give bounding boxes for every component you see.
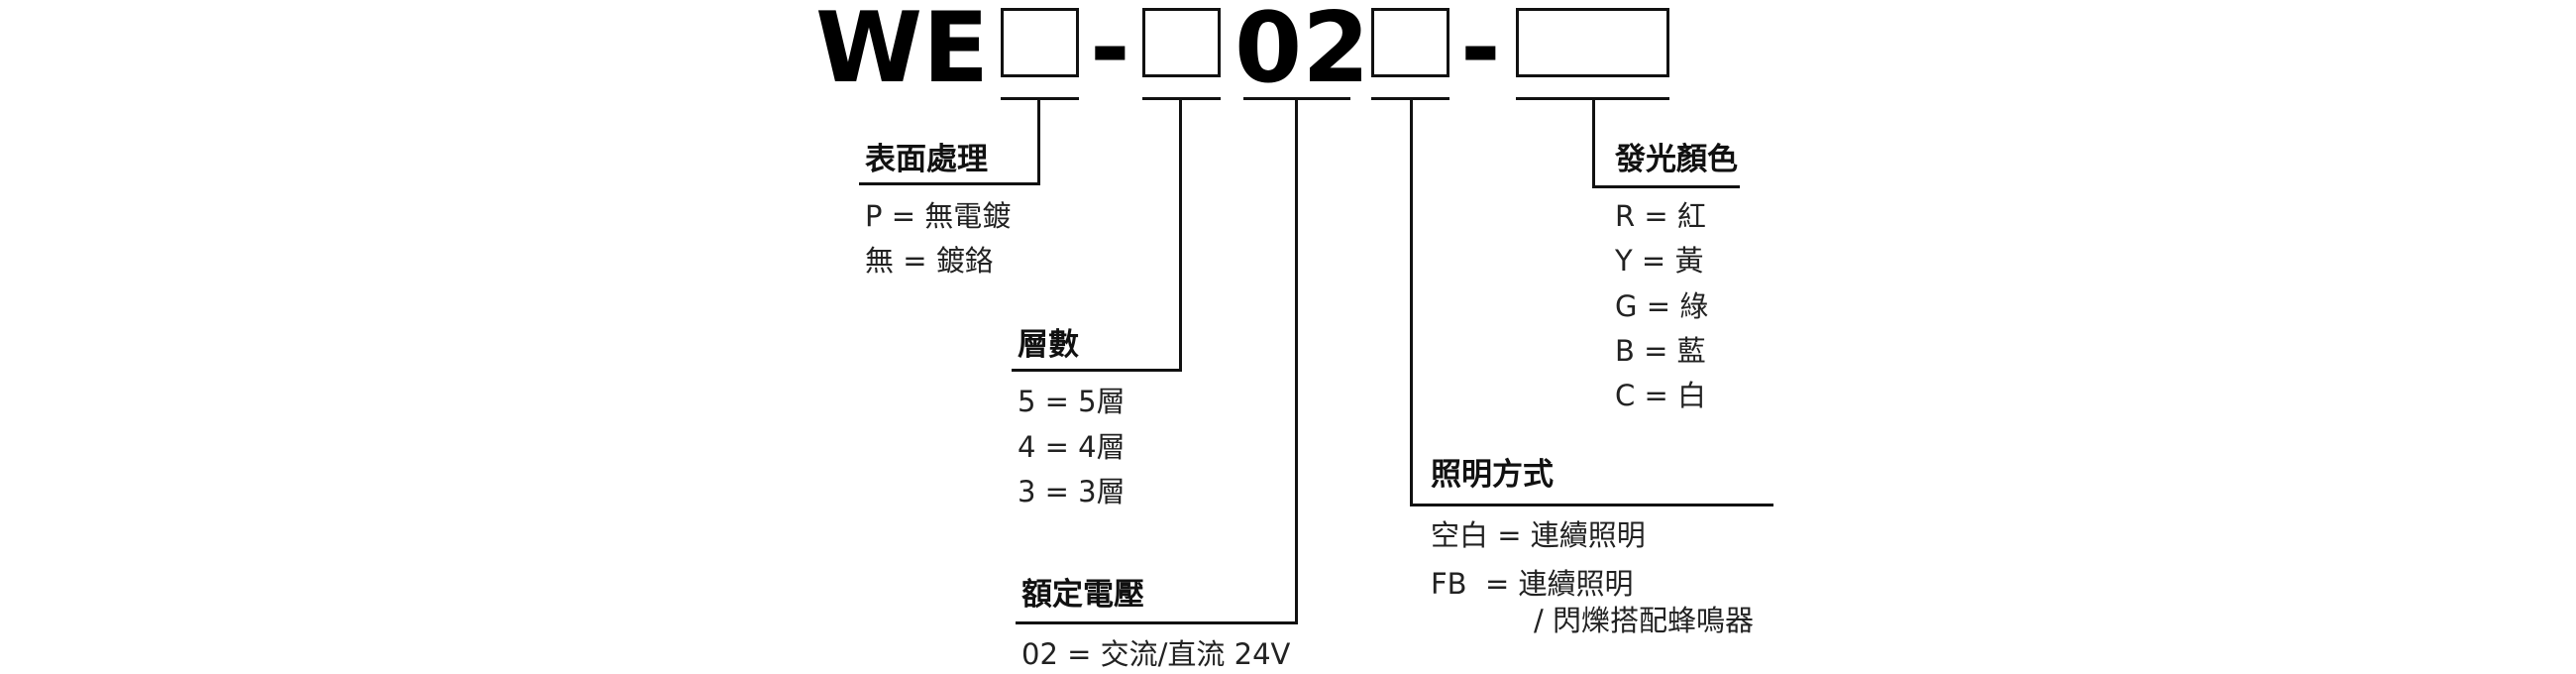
color-heading: 發光顏色: [1615, 142, 1738, 177]
lighting-heading: 照明方式: [1431, 457, 1554, 493]
surface-leader-horizontal: [859, 182, 1040, 185]
layers-option: 5 = 5層: [1018, 385, 1126, 418]
voltage-heading: 額定電壓: [1021, 577, 1144, 613]
lighting-leader-vertical: [1410, 97, 1413, 506]
color-leader-vertical: [1592, 97, 1595, 188]
lighting-option: 空白 = 連續照明: [1431, 518, 1646, 552]
model-prefix: WE: [815, 0, 990, 105]
surface-leader-vertical: [1037, 97, 1040, 185]
color-option: B = 藍: [1615, 334, 1706, 368]
layers-slot-box: [1142, 8, 1221, 77]
color-option: R = 紅: [1615, 199, 1706, 233]
dash-separator-1: -: [1090, 0, 1130, 105]
lighting-slot-box: [1371, 8, 1449, 77]
voltage-option: 02 = 交流/直流 24V: [1021, 637, 1291, 671]
layers-heading: 層數: [1018, 327, 1079, 363]
color-leader-horizontal: [1592, 185, 1740, 188]
dash-separator-2: -: [1460, 0, 1501, 105]
voltage-leader-vertical: [1295, 97, 1298, 624]
layers-option: 3 = 3層: [1018, 475, 1126, 508]
lighting-leader-horizontal: [1410, 504, 1773, 506]
layers-leader-vertical: [1179, 97, 1182, 372]
color-option: Y = 黃: [1615, 244, 1704, 278]
surface-option: 無 = 鍍鉻: [865, 244, 994, 278]
surface-heading: 表面處理: [865, 142, 988, 177]
layers-option: 4 = 4層: [1018, 430, 1126, 464]
color-option: C = 白: [1615, 379, 1706, 412]
voltage-leader-horizontal: [1016, 621, 1298, 624]
lighting-option: / 閃爍搭配蜂鳴器: [1534, 604, 1754, 637]
color-option: G = 綠: [1615, 289, 1709, 323]
voltage-code: 02: [1234, 0, 1370, 105]
layers-leader-horizontal: [1012, 369, 1182, 372]
color-slot-box: [1516, 8, 1669, 77]
lighting-option: FB = 連續照明: [1431, 567, 1634, 601]
surface-option: P = 無電鍍: [865, 199, 1012, 233]
surface-slot-box: [1001, 8, 1079, 77]
